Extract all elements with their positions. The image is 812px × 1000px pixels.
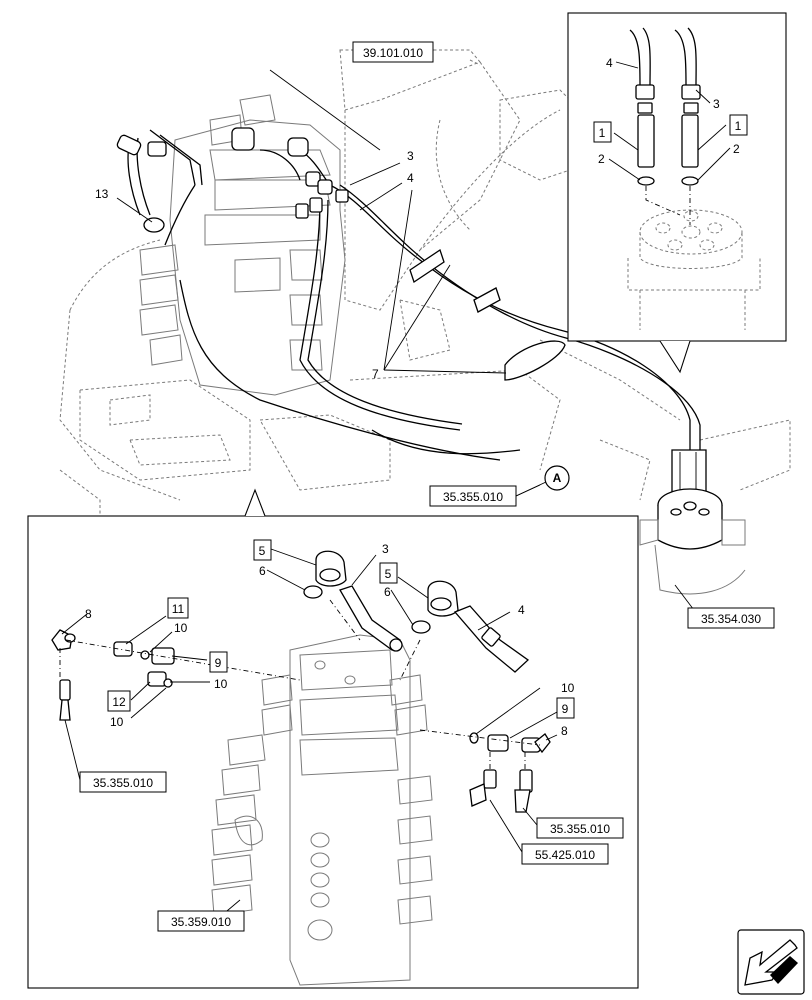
ref-center-a: 35.355.010 (443, 490, 503, 504)
callout-texts: 4 3 1 1 2 2 3 4 7 13 A 5 5 3 4 6 6 8 8 1… (85, 56, 742, 738)
callout-detail-oring-left: 6 (259, 564, 266, 578)
callout-inset-fitting-right: 1 (735, 119, 742, 133)
callout-marker-a: A (553, 471, 562, 485)
inset-hoses (629, 27, 701, 225)
callout-detail-10-c: 10 (110, 715, 124, 729)
ref-detail-right-1: 35.355.010 (550, 822, 610, 836)
reference-boxes (79, 41, 775, 932)
detail-valve-block (211, 634, 433, 986)
callout-detail-9-right: 9 (562, 702, 569, 716)
main-fittings (116, 127, 349, 233)
detail-assembly-lines (59, 599, 541, 770)
marker-a-circle (544, 465, 570, 491)
callout-main-clamps: 7 (372, 367, 379, 381)
callout-inset-oring-left: 2 (598, 152, 605, 166)
callout-main-13: 13 (95, 187, 109, 201)
ref-detail-right-2: 55.425.010 (535, 848, 595, 862)
callout-detail-10-a: 10 (174, 621, 188, 635)
callout-detail-10-b: 10 (214, 677, 228, 691)
callout-detail-9-left: 9 (215, 656, 222, 670)
swivel-motor (639, 449, 746, 595)
callout-inset-fitting-left: 1 (599, 126, 606, 140)
machine-frame-outline (59, 49, 791, 520)
inset-frame (567, 12, 787, 374)
callout-detail-hose-3: 3 (382, 542, 389, 556)
callout-detail-11: 11 (172, 602, 185, 616)
callout-detail-elbow-left: 5 (259, 544, 266, 558)
callout-detail-10-d: 10 (561, 681, 575, 695)
ref-top-center: 39.101.010 (363, 46, 423, 60)
callout-detail-8-right: 8 (561, 724, 568, 738)
detail-parts (51, 550, 551, 813)
ref-right-middle: 35.354.030 (701, 612, 761, 626)
callout-inset-hose-left: 4 (606, 56, 613, 70)
hose-clamps (409, 248, 566, 381)
callout-inset-oring-right: 2 (733, 142, 740, 156)
inset-swivel-block (627, 209, 761, 330)
callout-detail-12: 12 (112, 695, 126, 709)
callout-main-hose-3: 3 (407, 149, 414, 163)
callout-inset-hose-right: 3 (713, 97, 720, 111)
callout-detail-hose-4: 4 (518, 603, 525, 617)
ref-detail-bottom: 35.359.010 (171, 915, 231, 929)
reference-texts: 39.101.010 35.355.010 35.354.030 35.355.… (93, 46, 761, 929)
ref-detail-left: 35.355.010 (93, 776, 153, 790)
callout-detail-elbow-right: 5 (385, 567, 392, 581)
callout-detail-oring-right: 6 (384, 585, 391, 599)
framed-callouts (107, 114, 748, 719)
callout-detail-8-left: 8 (85, 607, 92, 621)
previous-page-arrow-icon[interactable] (737, 929, 805, 995)
callout-main-hose-4: 4 (407, 171, 414, 185)
